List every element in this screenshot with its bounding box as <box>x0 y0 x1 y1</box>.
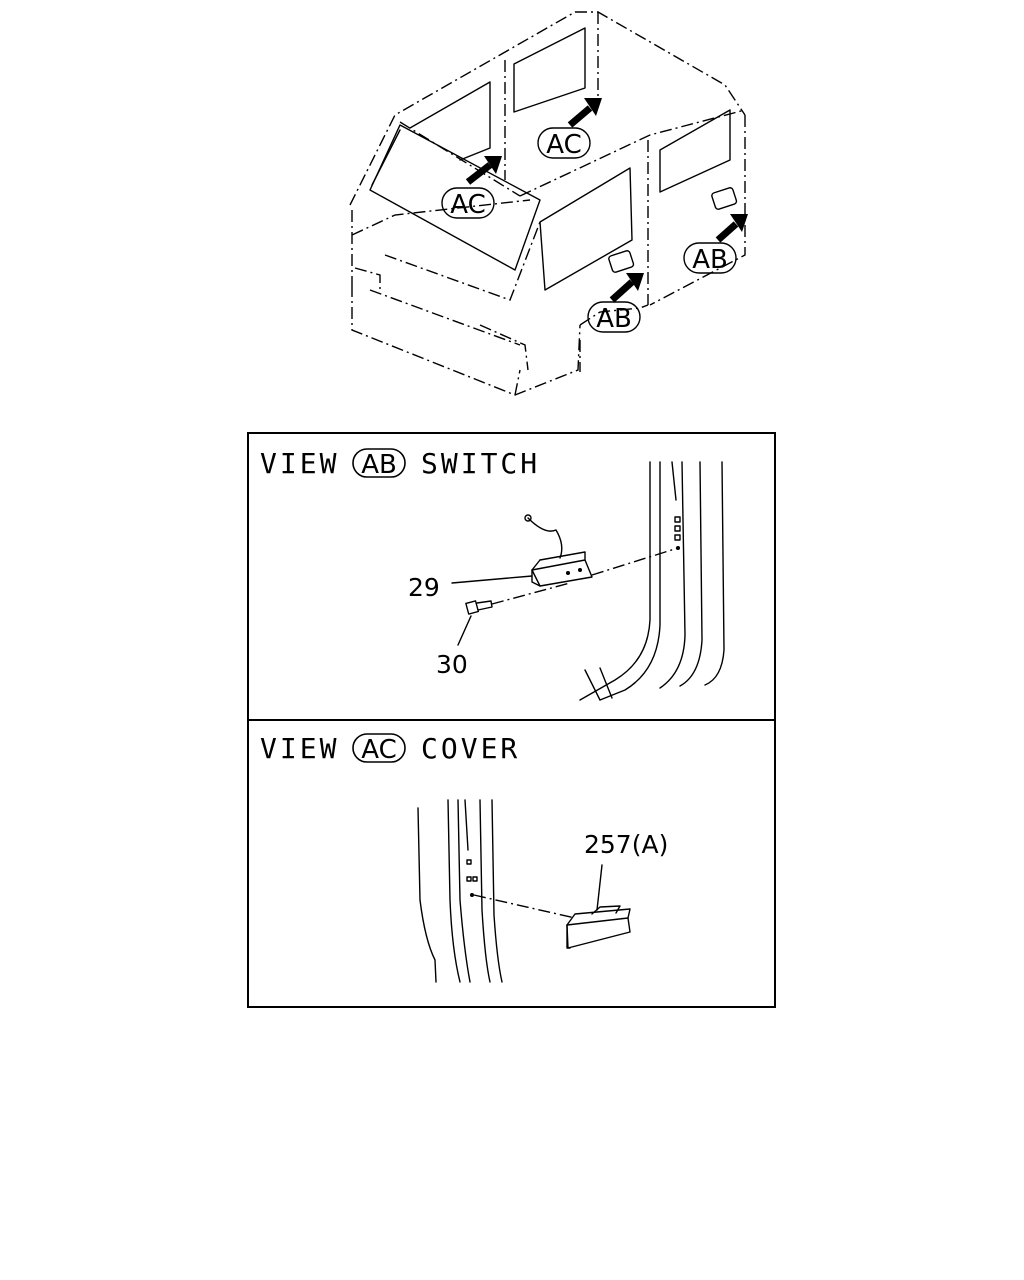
arrow-icon <box>609 273 644 303</box>
bolt <box>465 600 493 615</box>
svg-text:AB: AB <box>596 304 632 334</box>
part-number-29: 29 <box>408 573 440 602</box>
view-ac-title: COVER <box>421 732 520 765</box>
view-ac-word: VIEW <box>260 732 339 765</box>
arrow-icon <box>567 98 602 128</box>
detail-frame <box>247 432 776 1008</box>
door-switch <box>524 514 593 587</box>
view-ac-panel: VIEW AC COVER 257(A) <box>260 732 668 983</box>
svg-text:AB: AB <box>692 245 728 275</box>
callout-ab-rear: AB <box>683 242 737 275</box>
vehicle-overview: AC AC AB AB <box>349 11 748 396</box>
callout-ac-windshield: AC <box>441 187 495 220</box>
svg-text:AB: AB <box>361 450 397 480</box>
callout-ac-roof: AC <box>537 127 591 160</box>
view-ab-panel: VIEW AB SWITCH <box>260 447 725 701</box>
view-ac-badge: AC <box>352 733 406 765</box>
svg-text:AC: AC <box>546 130 581 160</box>
part-number-257a: 257(A) <box>584 830 668 859</box>
view-ab-word: VIEW <box>260 447 339 480</box>
svg-text:AC: AC <box>361 735 396 765</box>
view-ab-badge: AB <box>352 448 406 480</box>
part-number-30: 30 <box>436 650 468 679</box>
arrow-icon <box>715 214 748 243</box>
switch-cover <box>566 905 631 949</box>
callout-ab-door: AB <box>587 301 641 334</box>
view-ab-title: SWITCH <box>421 447 540 480</box>
arrow-icon <box>465 156 502 185</box>
svg-text:AC: AC <box>450 190 485 220</box>
